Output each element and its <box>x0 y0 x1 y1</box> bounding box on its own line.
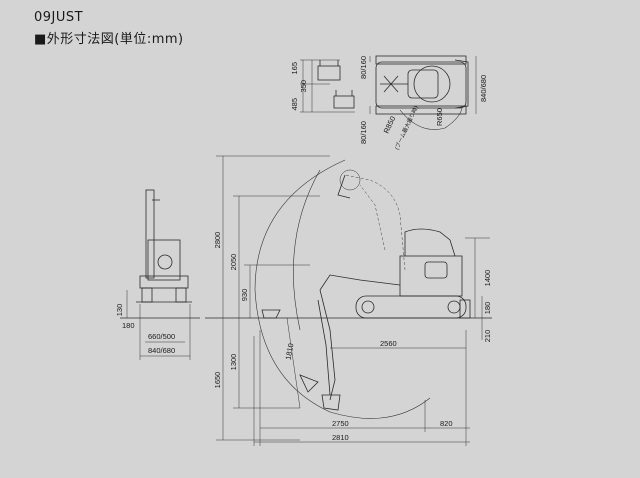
dim-485: 485 <box>290 98 299 111</box>
front-view: 130 180 660/500 840/680 <box>115 189 200 360</box>
dim-165: 165 <box>290 62 299 75</box>
dim-210: 210 <box>483 330 492 343</box>
dim-2800: 2800 <box>213 232 222 249</box>
top-view: 165 350 485 80/160 80/160 840/680 R850 (… <box>290 55 488 151</box>
dim-1300: 1300 <box>229 354 238 371</box>
dim-180-side: 180 <box>483 302 492 315</box>
side-view: 2800 2050 930 1650 1300 1810 2560 1400 1… <box>205 155 492 446</box>
dim-350: 350 <box>299 80 308 93</box>
dim-1400: 1400 <box>483 270 492 287</box>
dim-840-680: 840/680 <box>479 75 488 102</box>
dim-2750: 2750 <box>332 419 349 428</box>
dim-2560: 2560 <box>380 339 397 348</box>
dim-2810: 2810 <box>332 433 349 442</box>
dim-660-500: 660/500 <box>148 332 175 341</box>
model-name: 09JUST <box>34 10 84 25</box>
dim-80-160-bottom: 80/160 <box>359 121 368 144</box>
dim-820: 820 <box>440 419 453 428</box>
section-title: ■外形寸法図(単位:mm) <box>34 32 184 47</box>
dim-2050: 2050 <box>229 254 238 271</box>
dim-930: 930 <box>240 289 249 302</box>
dim-r850: R850 <box>382 115 398 135</box>
dim-r650: R650 <box>435 108 444 126</box>
dim-1650: 1650 <box>213 372 222 389</box>
dim-1810: 1810 <box>284 343 296 361</box>
dim-180: 180 <box>122 321 135 330</box>
dim-130: 130 <box>115 304 124 317</box>
dim-boom-swing-note: (ブーム最大振り時) <box>393 104 420 151</box>
dim-840-680-front: 840/680 <box>148 346 175 355</box>
dim-80-160-top: 80/160 <box>359 56 368 79</box>
